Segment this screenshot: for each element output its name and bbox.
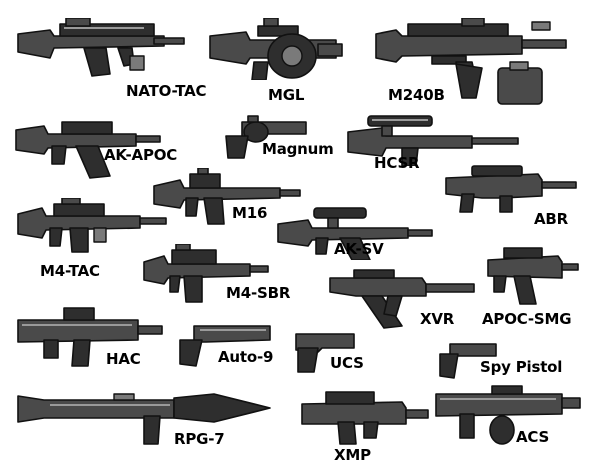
hac-rifle-icon <box>17 307 163 367</box>
m4-tac-rifle-icon <box>17 198 167 253</box>
m4-sbr-label: M4-SBR <box>226 284 291 302</box>
magnum-label: Magnum <box>262 140 334 158</box>
m16-rifle-icon <box>153 168 301 225</box>
m240b-label: M240B <box>388 86 445 104</box>
xvr-smg-icon <box>329 269 475 329</box>
hcsr-label: HCSR <box>374 154 420 172</box>
nato-tac-label: NATO-TAC <box>126 82 207 100</box>
ucs-pistol-icon <box>295 333 355 373</box>
ak-sv-rifle-icon <box>277 207 433 260</box>
auto-9-pistol-icon <box>179 325 271 367</box>
m4-tac-label: M4-TAC <box>40 262 100 280</box>
xmp-label: XMP <box>334 446 371 464</box>
apoc-smg-label: APOC-SMG <box>482 310 572 328</box>
xmp-smg-icon <box>301 391 429 445</box>
mgl-label: MGL <box>268 86 305 104</box>
acs-shotgun-icon <box>435 385 581 445</box>
spy-pistol-label: Spy Pistol <box>480 358 563 376</box>
rpg-7-label: RPG-7 <box>174 430 225 448</box>
ak-sv-label: AK-SV <box>334 240 384 258</box>
magnum-revolver-icon <box>225 115 307 159</box>
nato-tac-rifle-icon <box>17 18 185 77</box>
spy-pistol-icon <box>439 343 497 379</box>
xvr-label: XVR <box>420 310 455 328</box>
abr-label: ABR <box>534 210 568 228</box>
m240b-machine-gun-icon <box>375 18 567 105</box>
ak-apoc-rifle-icon <box>15 121 161 179</box>
apoc-smg-icon <box>487 247 579 305</box>
hac-label: HAC <box>106 350 141 368</box>
m4-sbr-rifle-icon <box>143 244 269 303</box>
auto-9-label: Auto-9 <box>218 348 274 366</box>
acs-label: ACS <box>516 428 550 446</box>
ucs-label: UCS <box>330 354 364 372</box>
m16-label: M16 <box>232 204 268 222</box>
ak-apoc-label: AK-APOC <box>104 146 178 164</box>
rpg-7-launcher-icon <box>17 393 271 445</box>
hcsr-sniper-rifle-icon <box>347 115 519 166</box>
abr-bullpup-rifle-icon <box>445 165 577 213</box>
mgl-launcher-icon <box>209 18 343 80</box>
